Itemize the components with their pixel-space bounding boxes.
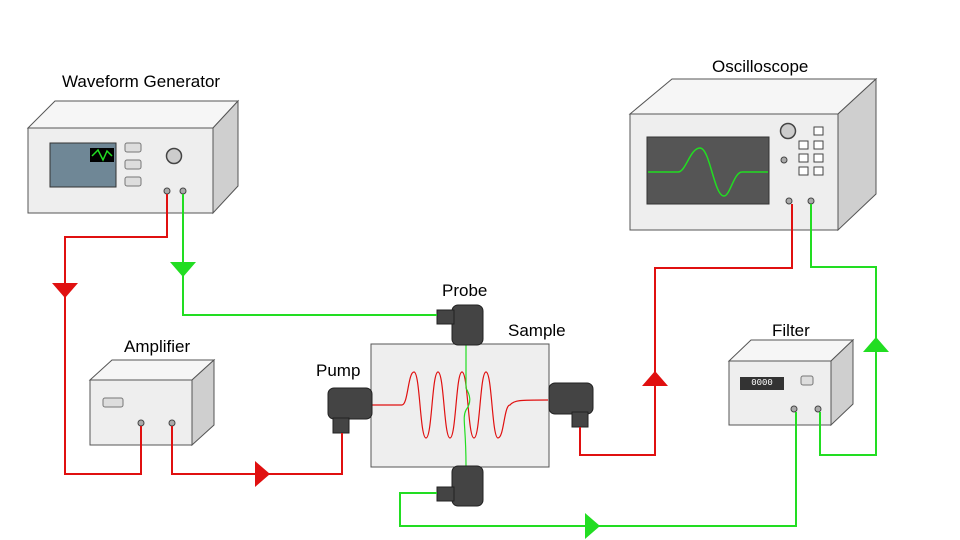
oscilloscope-ch1-connector-icon bbox=[785, 197, 793, 205]
detector-connector bbox=[571, 411, 589, 428]
label-filter: Filter bbox=[772, 321, 810, 340]
label-sample: Sample bbox=[508, 321, 566, 340]
waveform-generator-top bbox=[26, 100, 240, 129]
probe-bottom-connector bbox=[436, 486, 455, 502]
pump-connector bbox=[332, 417, 350, 434]
oscilloscope-button[interactable] bbox=[798, 153, 809, 163]
amplifier bbox=[88, 358, 216, 447]
oscilloscope-trace bbox=[648, 147, 768, 197]
sample bbox=[370, 343, 550, 468]
arrow-down-icon bbox=[170, 262, 196, 277]
oscilloscope-button[interactable] bbox=[798, 140, 809, 150]
waveform-generator-knob-icon[interactable] bbox=[165, 147, 183, 165]
arrow-right-icon bbox=[585, 513, 600, 539]
arrow-down-icon bbox=[52, 283, 78, 298]
sample-acoustic-wave bbox=[372, 371, 549, 439]
cable-generator-to-amplifier bbox=[64, 194, 168, 475]
oscilloscope-button[interactable] bbox=[813, 153, 824, 163]
oscilloscope bbox=[628, 77, 878, 232]
cable-probe-to-filter bbox=[399, 412, 797, 527]
amplifier-output-connector-icon bbox=[168, 419, 176, 427]
filter-button[interactable] bbox=[800, 375, 814, 386]
oscilloscope-button[interactable] bbox=[813, 166, 824, 176]
oscilloscope-button[interactable] bbox=[813, 126, 824, 136]
oscilloscope-top bbox=[628, 78, 878, 115]
oscilloscope-knob-icon[interactable] bbox=[779, 122, 797, 140]
waveform-generator-button[interactable] bbox=[124, 159, 142, 170]
oscilloscope-ch2-connector-icon bbox=[807, 197, 815, 205]
waveform-generator bbox=[26, 99, 240, 215]
pump-transducer bbox=[327, 387, 373, 434]
oscilloscope-button[interactable] bbox=[798, 166, 809, 176]
arrow-up-icon bbox=[642, 371, 668, 386]
probe-bottom-transducer bbox=[436, 465, 484, 507]
oscilloscope-button[interactable] bbox=[813, 140, 824, 150]
green-signal-cables bbox=[182, 194, 877, 527]
filter-front bbox=[728, 360, 832, 426]
cable-detector-to-oscilloscope bbox=[579, 204, 793, 456]
detector-transducer bbox=[548, 382, 594, 428]
oscilloscope-small-knob-icon[interactable] bbox=[780, 156, 788, 164]
label-probe: Probe bbox=[442, 281, 488, 300]
cable-filter-to-oscilloscope bbox=[810, 204, 877, 456]
sample-probe-beam bbox=[463, 345, 471, 467]
filter-input-connector-icon bbox=[790, 405, 798, 413]
filter-display-value: 0000 bbox=[751, 378, 773, 388]
arrow-up-icon bbox=[863, 337, 889, 352]
arrow-right-icon bbox=[255, 461, 270, 487]
probe-top-connector bbox=[436, 309, 455, 325]
label-oscilloscope: Oscilloscope bbox=[712, 57, 809, 76]
detector-body bbox=[548, 382, 594, 415]
oscilloscope-screen bbox=[646, 136, 770, 205]
waveform-generator-mini-wave bbox=[91, 148, 113, 162]
waveform-generator-output-connector-icon bbox=[163, 187, 171, 195]
cable-generator-to-probe bbox=[182, 194, 437, 316]
probe-top-transducer bbox=[436, 304, 484, 346]
label-pump: Pump bbox=[316, 361, 361, 380]
waveform-generator-button[interactable] bbox=[124, 142, 142, 153]
filter-output-connector-icon bbox=[814, 405, 822, 413]
label-waveform-generator: Waveform Generator bbox=[62, 72, 221, 91]
waveform-generator-sync-connector-icon bbox=[179, 187, 187, 195]
probe-top-body bbox=[451, 304, 484, 346]
probe-bottom-body bbox=[451, 465, 484, 507]
label-amplifier: Amplifier bbox=[124, 337, 191, 356]
filter-display bbox=[740, 377, 784, 390]
waveform-generator-button[interactable] bbox=[124, 176, 142, 187]
amplifier-input-connector-icon bbox=[137, 419, 145, 427]
filter bbox=[727, 338, 855, 427]
pump-body bbox=[327, 387, 373, 420]
amplifier-button[interactable] bbox=[102, 397, 124, 408]
